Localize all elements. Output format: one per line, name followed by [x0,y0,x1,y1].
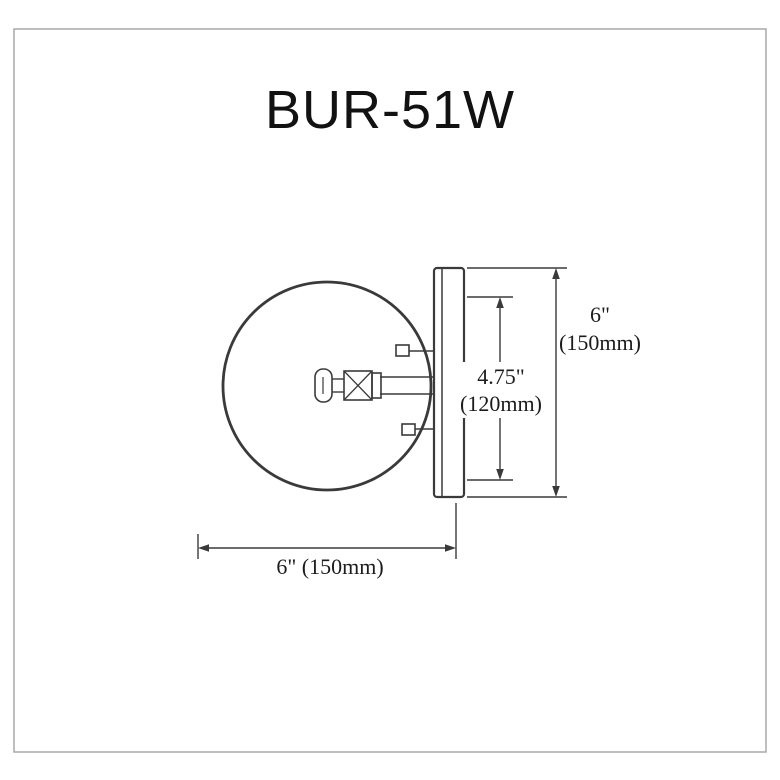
dim-glass-height: 4.75" (120mm) [460,296,542,481]
arrowhead-up [496,297,504,308]
bulb-outline [314,368,333,403]
dim-plate-height-inches: 6" [590,302,610,327]
arrowhead-down [552,486,560,497]
socket-cross-line-2 [343,370,373,401]
dim-overall-width: 6" (150mm) [197,503,457,579]
dim-text-backing [460,362,542,418]
page-border [13,28,767,753]
globe-clip-bottom [401,423,416,436]
dim-glass-height-metric: (120mm) [460,391,542,416]
dim-backplate-height: 6" (150mm) [467,267,641,498]
backplate [432,266,466,499]
globe-clip-top [395,344,410,357]
diagram-title: BUR-51W [265,80,515,140]
socket-body [343,370,373,401]
glass-globe-outline [221,280,433,492]
dim-width-label: 6" (150mm) [276,554,383,579]
socket-collar [371,372,382,399]
dim-glass-height-inches: 4.75" [477,364,524,389]
arrowhead-down [496,469,504,480]
arrowhead-right [445,544,456,552]
fixture-drawing [221,266,466,499]
arrowhead-up [552,268,560,279]
dim-plate-height-metric: (150mm) [559,330,641,355]
arrowhead-left [198,544,209,552]
